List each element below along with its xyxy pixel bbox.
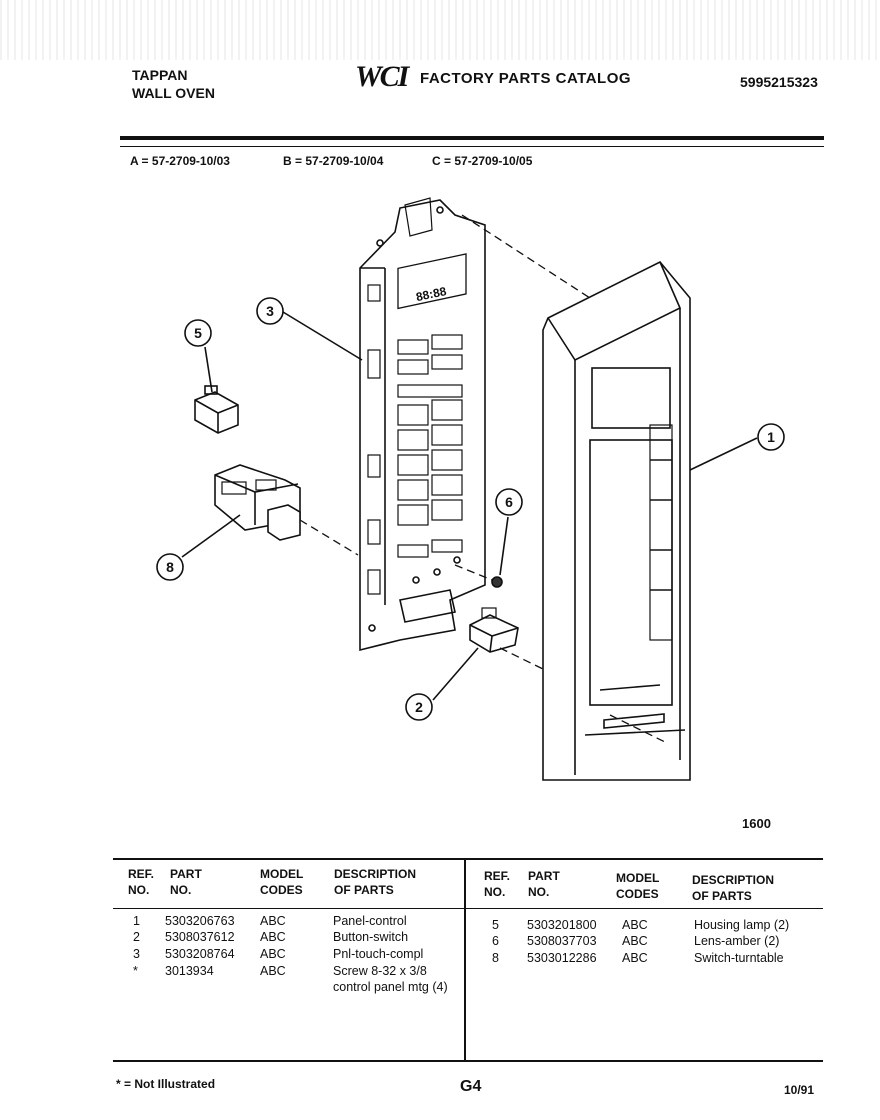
product-type: WALL OVEN [132,85,215,101]
button-switch-part-2 [469,607,519,653]
callout-6 [495,488,523,516]
figure-code: 1600 [742,816,771,831]
brand-block: TAPPAN WALL OVEN [132,66,215,102]
not-illustrated-note: * = Not Illustrated [116,1077,216,1091]
callout-6-label: 6 [505,494,513,510]
touch-control-part-3 [359,197,486,652]
callout-1-label: 1 [767,429,775,445]
table-row: 1 5303206763 ABC Panel-control [133,914,407,928]
brand-name: TAPPAN [132,67,188,83]
header-rule-thin [120,146,824,147]
document-number: 5995215323 [740,74,818,90]
housing-lamp-part-5 [194,385,239,434]
callout-1 [757,423,785,451]
table-row: 3 5303208764 ABC Pnl-touch-compl [133,947,424,961]
table-top-rule [113,858,823,860]
model-b: B = 57-2709-10/04 [283,154,384,168]
table-header-rule [113,908,823,909]
switch-turntable-part-8 [214,464,301,541]
header-ref-no-right: REF.NO. [484,869,511,899]
exploded-parts-diagram: 3 5 8 6 2 1 88:88 [156,197,785,781]
callout-8-label: 8 [166,559,174,575]
display-digits: 88:88 [415,284,448,304]
header-rule-thick [120,136,824,140]
table-row: 2 5308037612 ABC Button-switch [133,930,409,944]
callout-5-label: 5 [194,325,202,341]
callout-2 [405,693,433,721]
header-ref-no-left: REF.NO. [128,867,155,897]
panel-control-part-1 [542,261,691,781]
callout-3 [256,297,284,325]
table-row: 6 5308037703 ABC Lens-amber (2) [492,934,780,948]
table-bottom-rule [113,1060,823,1062]
callout-2-label: 2 [415,699,423,715]
callout-8 [156,553,184,581]
page-code: G4 [460,1078,482,1095]
table-row: 5 5303201800 ABC Housing lamp (2) [492,918,790,932]
table-row: 8 5303012286 ABC Switch-turntable [492,951,784,965]
catalog-title: FACTORY PARTS CATALOG [420,70,632,87]
table-row: * 3013934 ABC Screw 8-32 x 3/8 control p… [133,964,448,994]
revision-date: 10/91 [784,1083,815,1097]
model-c: C = 57-2709-10/05 [432,154,533,168]
callout-3-label: 3 [266,303,274,319]
callout-5 [184,319,212,347]
model-a: A = 57-2709-10/03 [130,154,230,168]
table-column-divider [464,858,466,1062]
lens-amber-part-6 [491,576,503,588]
scan-noise [0,0,880,60]
wci-logo: WCI [355,60,409,93]
